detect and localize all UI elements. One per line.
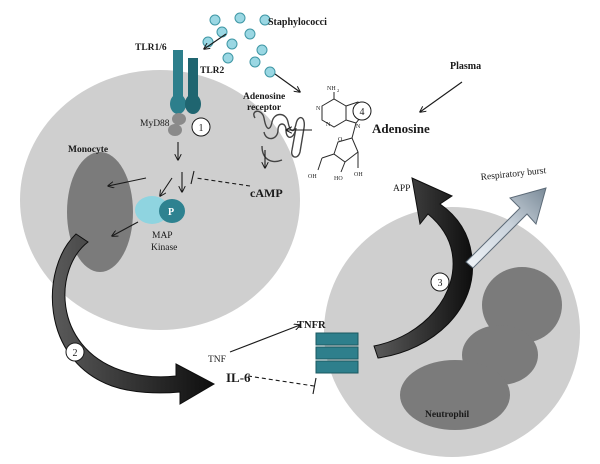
step-2-text: 2	[73, 348, 78, 359]
adenosine-nh2-sub: 2	[337, 88, 339, 93]
adenosine-label: Adenosine	[372, 121, 430, 136]
tnf-label: TNF	[208, 355, 226, 365]
map-label: MAP	[152, 231, 173, 241]
adenosine-o-label: O	[338, 137, 343, 143]
tlr-receptor-icon	[168, 50, 201, 136]
plasma-label: Plasma	[450, 61, 481, 72]
adenosine-ho-label: HO	[334, 176, 343, 182]
adenosine-oh2-label: OH	[354, 172, 363, 178]
staphylococci-dots	[202, 12, 276, 78]
adenosine-receptor-tail-icon	[261, 145, 283, 163]
camp-inhibition	[190, 170, 251, 187]
il6-inhibition	[247, 375, 317, 395]
tnfr-label: TNFR	[297, 320, 326, 331]
app-label: APP	[393, 184, 410, 194]
neutrophil-label: Neutrophil	[425, 410, 470, 420]
tlr2-label: TLR2	[200, 66, 225, 76]
step-3-marker: 3	[430, 272, 450, 292]
step-3-text: 3	[438, 278, 443, 289]
adenosine-receptor-icon	[253, 110, 306, 158]
staphylococci-label: Staphylococci	[268, 17, 327, 28]
respiratory-burst-arrow	[465, 187, 547, 269]
step-4-marker: 4	[352, 101, 372, 121]
p-label: P	[168, 207, 174, 218]
adenosine-n1-label: N	[316, 106, 321, 112]
step-2-marker: 2	[65, 342, 85, 362]
tnfr-receptor-icon	[315, 332, 359, 374]
il6-label: IL-6	[226, 370, 251, 385]
camp-label: cAMP	[250, 186, 283, 200]
adenosine-oh-label: OH	[308, 174, 317, 180]
adenosine-receptor-label-2: receptor	[247, 103, 282, 113]
monocyte-label: Monocyte	[68, 145, 108, 155]
respiratory-burst-label: Respiratory burst	[480, 166, 547, 183]
step-markers: 1 2 3 4	[65, 101, 450, 362]
tlr16-label: TLR1/6	[135, 43, 167, 53]
step-1-text: 1	[199, 123, 204, 134]
adenosine-structure-icon	[317, 92, 365, 173]
neutrophil-nucleus	[400, 267, 562, 430]
kinase-label: Kinase	[151, 243, 177, 253]
signal-arrows	[108, 33, 463, 353]
map-kinase-blob	[135, 196, 169, 224]
cytokine-release-arrow	[51, 233, 216, 405]
step-4-text: 4	[360, 107, 365, 118]
app-arrow	[373, 177, 474, 359]
p-blob	[159, 199, 185, 223]
adenosine-n4-label: N	[356, 124, 361, 130]
adenosine-n3-label: N	[326, 122, 331, 128]
step-1-marker: 1	[191, 117, 211, 137]
adenosine-receptor-label-1: Adenosine	[243, 92, 285, 102]
adenosine-nh2-label: NH	[327, 86, 336, 92]
myd88-label: MyD88	[140, 119, 170, 129]
